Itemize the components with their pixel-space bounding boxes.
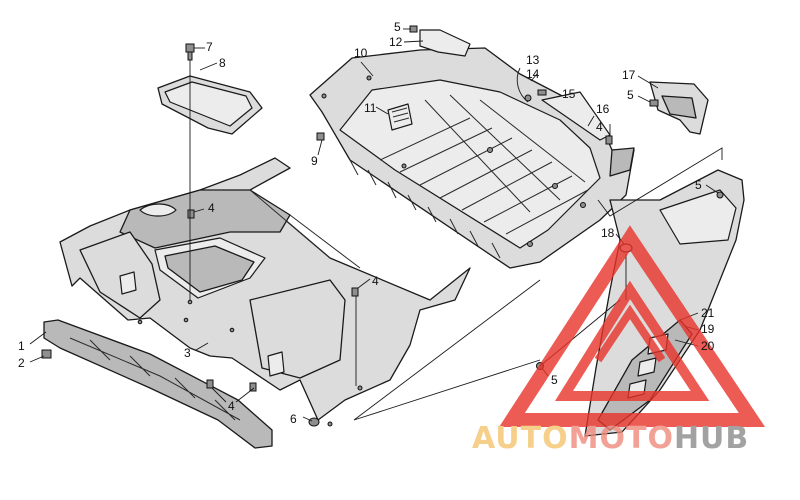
callout-7: 7 — [206, 40, 213, 54]
watermark: AUTOMOTOHUB — [472, 225, 766, 456]
callout-3: 3 — [184, 346, 191, 360]
watermark-hub: HUB — [674, 421, 749, 456]
part-3-console — [59, 157, 471, 427]
callout-13: 13 — [526, 53, 540, 67]
callout-11: 11 — [364, 101, 377, 115]
callout-1: 1 — [18, 339, 25, 353]
callout-2: 2 — [18, 356, 25, 370]
watermark-moto: MOTO — [569, 421, 674, 456]
part-8-lid — [157, 75, 263, 135]
watermark-logo-icon — [499, 225, 766, 427]
part-10-storage-tub — [309, 47, 635, 269]
callout-5-tub-top: 5 — [394, 20, 401, 34]
callout-12: 12 — [389, 35, 403, 49]
callout-5-panel-bottom: 5 — [551, 373, 558, 387]
part-11-label — [387, 103, 413, 131]
callout-10: 10 — [354, 46, 368, 60]
callout-6: 6 — [290, 412, 297, 426]
part-2-clip — [41, 349, 52, 359]
callout-17: 17 — [622, 68, 636, 82]
part-13-strap — [516, 67, 532, 103]
callout-4-tub: 4 — [596, 120, 603, 134]
callout-15: 15 — [562, 87, 576, 101]
part-7-bolt — [185, 43, 195, 61]
callout-16: 16 — [596, 102, 610, 116]
callout-4-console-top: 4 — [208, 201, 215, 215]
part-17-cover — [649, 81, 709, 135]
callout-18: 18 — [601, 226, 615, 240]
fasteners — [187, 25, 659, 427]
reference-frame-lines — [353, 147, 723, 421]
callout-8: 8 — [219, 56, 226, 70]
part-12-bracket — [419, 29, 471, 57]
callout-5-panel-top: 5 — [695, 178, 702, 192]
callout-5-cover: 5 — [627, 88, 634, 102]
watermark-text-auto: AUTOMOTOHUB — [472, 421, 749, 456]
callout-21: 21 — [701, 306, 715, 320]
part-1-trim-rail — [43, 319, 273, 449]
callout-9: 9 — [311, 154, 318, 168]
watermark-auto: AUTO — [472, 421, 569, 456]
callout-20: 20 — [701, 339, 715, 353]
callout-4-console-right: 4 — [372, 274, 379, 288]
callout-14: 14 — [526, 67, 540, 81]
callout-labels: 1 2 3 4 4 4 4 5 5 5 5 6 7 8 9 10 11 12 1… — [18, 20, 715, 426]
callout-4-console-bottom: 4 — [228, 399, 235, 413]
callout-19: 19 — [701, 322, 715, 336]
